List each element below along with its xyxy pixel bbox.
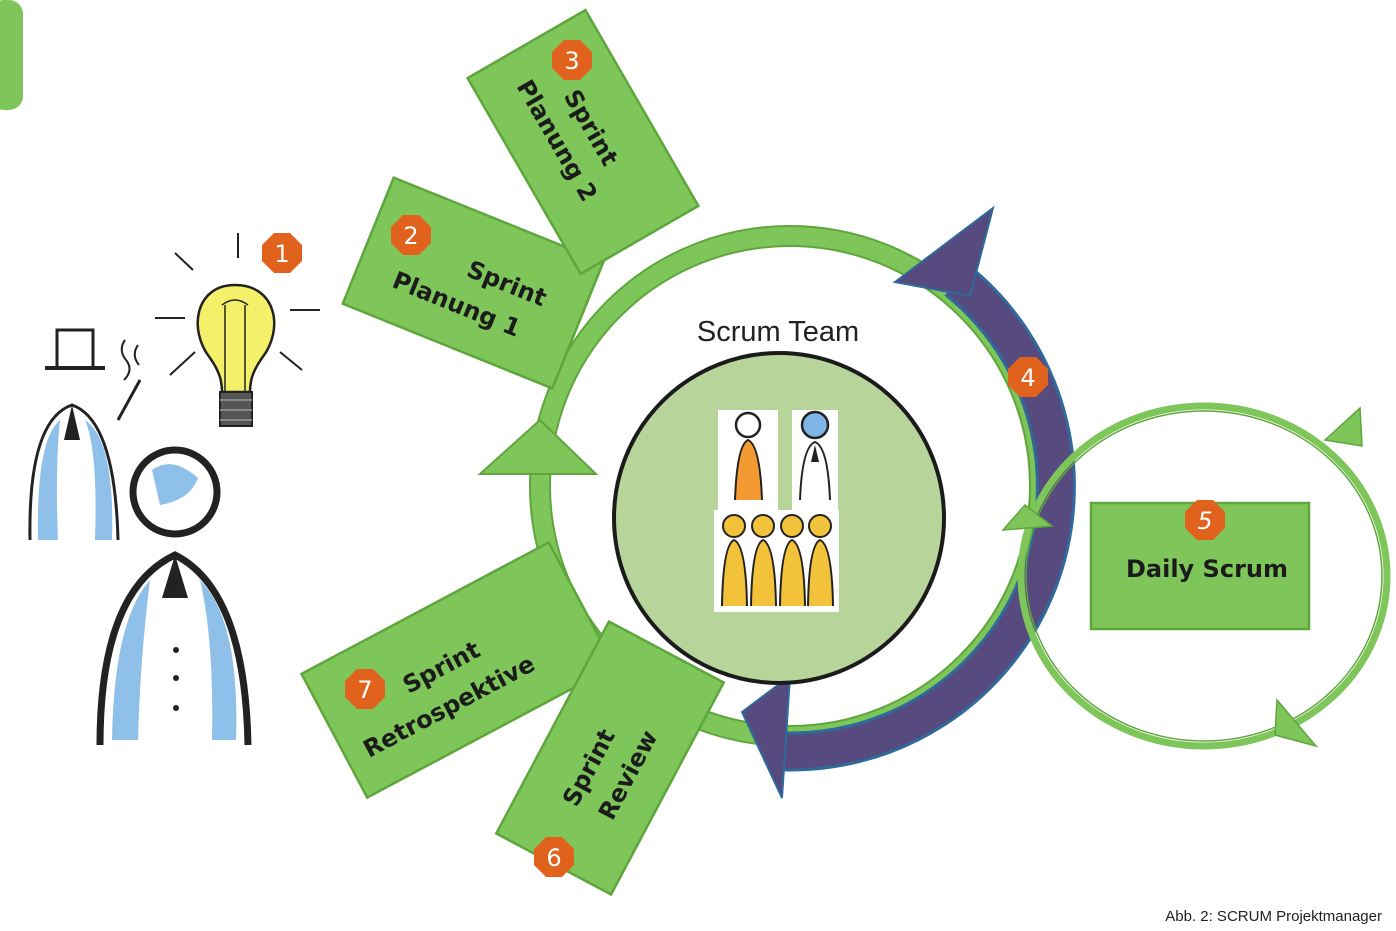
cycle-arrowhead	[477, 418, 599, 475]
badge-5: 5	[1185, 500, 1225, 540]
figure-caption: Abb. 2: SCRUM Projektmanager	[1165, 908, 1382, 925]
sprint-arc-head-top	[892, 205, 995, 298]
svg-text:3: 3	[564, 47, 579, 75]
badge-4: 4	[1008, 357, 1048, 397]
stakeholders-illustration	[20, 328, 252, 746]
daily-scrum-label: Daily Scrum	[1126, 555, 1288, 583]
box-sprint-planung-2: Sprint Planung 2	[465, 8, 701, 276]
svg-text:6: 6	[546, 844, 561, 872]
svg-text:7: 7	[357, 676, 372, 704]
badge-1: 1	[262, 233, 302, 273]
svg-text:4: 4	[1020, 364, 1035, 392]
svg-text:5: 5	[1197, 507, 1212, 535]
svg-text:1: 1	[274, 240, 289, 268]
badge-6: 6	[534, 837, 574, 877]
sprint-arc-head-bottom	[740, 673, 792, 799]
lightbulb-icon	[155, 233, 320, 427]
daily-arrow-2	[1274, 698, 1319, 748]
box-daily-scrum: Daily Scrum	[1089, 501, 1311, 631]
daily-cycle-ring	[1017, 402, 1391, 750]
box-sprint-review: Sprint Review	[494, 619, 726, 897]
corner-tab	[0, 0, 23, 110]
badge-2: 2	[391, 215, 431, 255]
badge-7: 7	[345, 669, 385, 709]
daily-arrow-3	[1001, 503, 1054, 531]
svg-text:2: 2	[403, 222, 418, 250]
center-label: Scrum Team	[697, 316, 859, 348]
box-sprint-retrospektive: Sprint Retrospektive	[299, 540, 617, 800]
badge-3: 3	[552, 40, 592, 80]
daily-arrow-1	[1323, 406, 1363, 447]
team-people-icon	[714, 410, 839, 612]
